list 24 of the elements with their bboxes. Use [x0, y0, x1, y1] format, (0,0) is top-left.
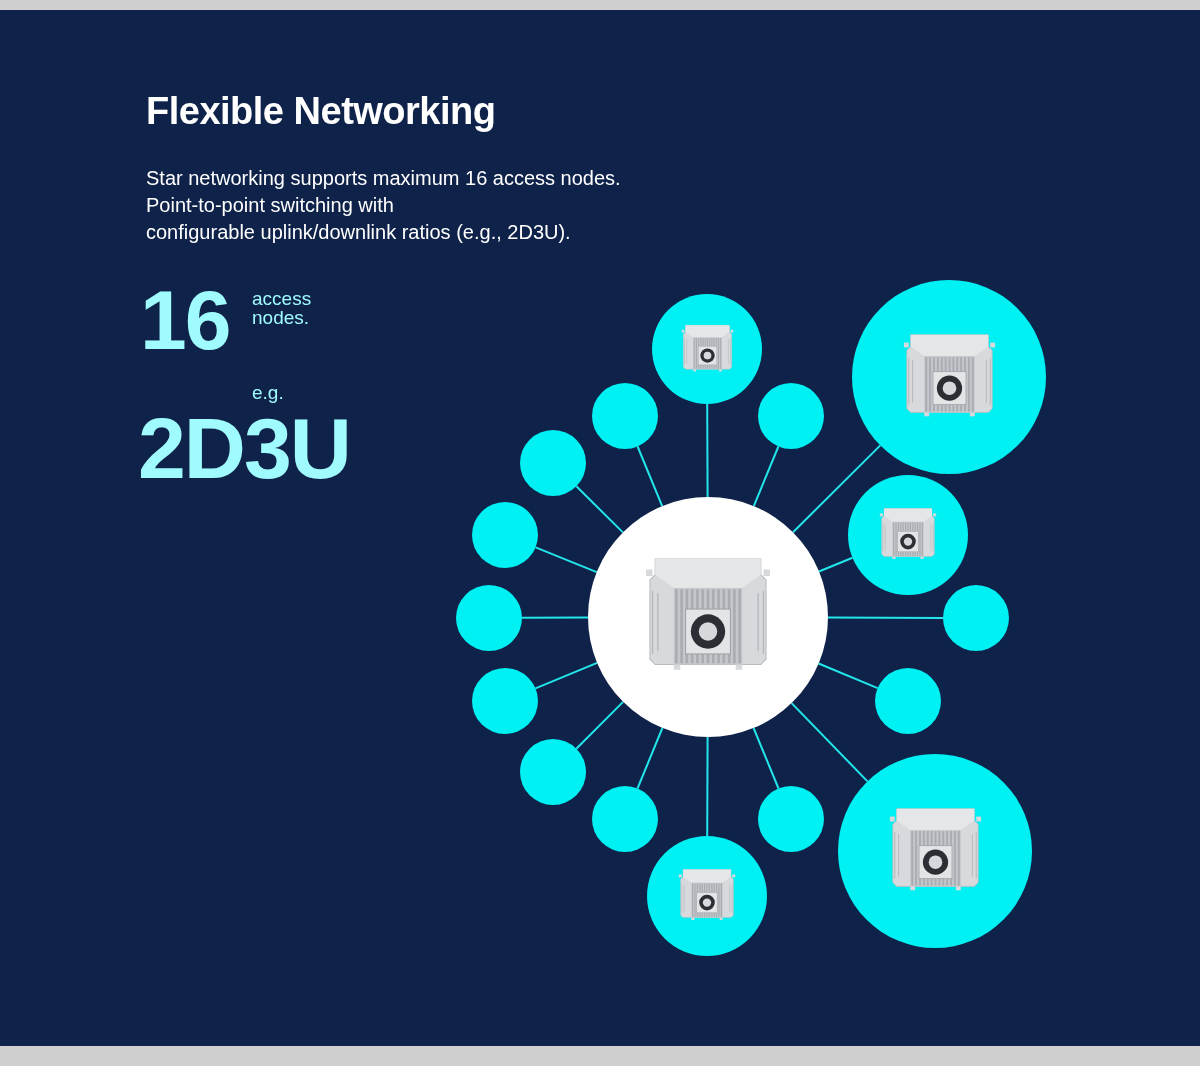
connector-line — [534, 546, 598, 574]
connector-line — [534, 661, 599, 690]
title: Flexible Networking — [146, 90, 496, 133]
description-text: Point-to-point switching with — [146, 195, 394, 215]
stat-caption: access nodes. — [252, 289, 313, 327]
connector-line — [790, 702, 869, 783]
description-text: Star networking supports maximum 16 access nodes. — [146, 168, 621, 188]
connector-line — [706, 403, 709, 498]
connector-line — [792, 444, 882, 534]
description-text: configurable uplink/downlink ratios (e.g., 2D3U). — [146, 222, 571, 242]
connector-line — [817, 662, 879, 690]
connector-line — [752, 445, 780, 508]
connector-line — [636, 445, 664, 508]
connector-line — [827, 616, 944, 619]
connector-line — [636, 727, 664, 790]
stat-number: 2D3U — [138, 405, 350, 491]
connector-line — [575, 485, 624, 534]
connector-line — [818, 556, 854, 573]
connector-line — [575, 700, 625, 750]
stat-number: 16 — [140, 278, 230, 362]
connector-line — [521, 616, 589, 619]
stat-caption: e.g. — [252, 383, 284, 402]
connector-line — [752, 727, 780, 790]
connector-line — [706, 736, 709, 837]
